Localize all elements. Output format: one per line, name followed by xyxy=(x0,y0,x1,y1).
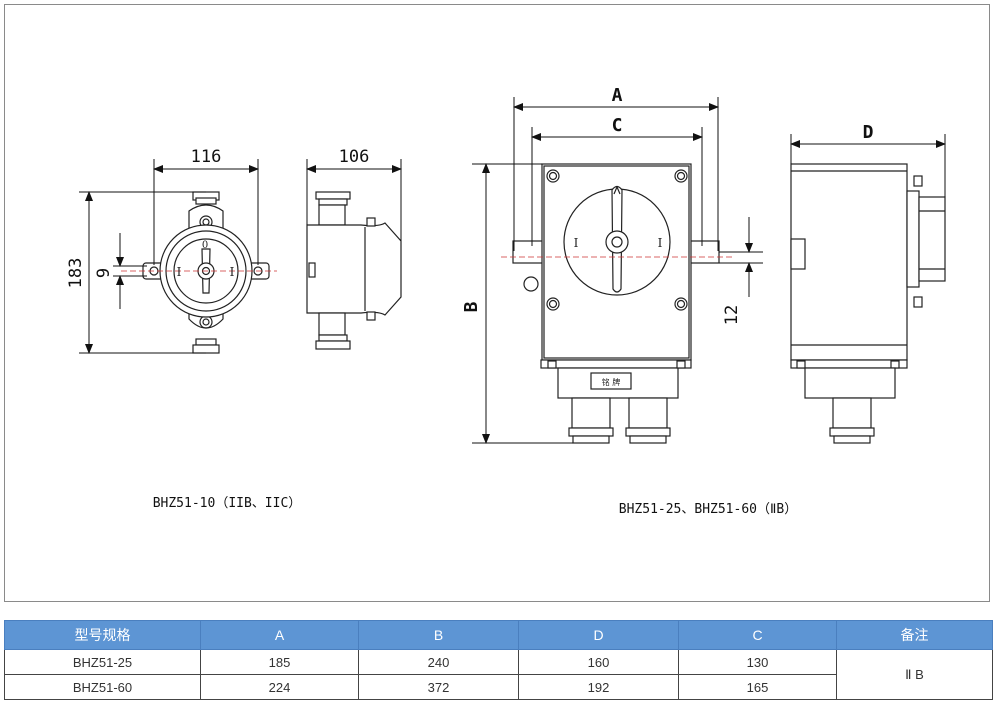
cell-model: BHZ51-25 xyxy=(4,649,201,675)
cell-d: 192 xyxy=(518,674,679,700)
dim-c-label: C xyxy=(612,115,623,136)
side-d-dimension xyxy=(790,134,946,197)
header-c: C xyxy=(678,620,837,650)
table-row: BHZ51-25 185 240 160 130 Ⅱ B xyxy=(4,649,993,700)
cell-c: 165 xyxy=(678,674,837,700)
dim-depth-label: 106 xyxy=(339,147,370,167)
technical-drawing: 0 I I 116 183 9 106 BHZ51-10（IIB、IIC） xyxy=(66,85,946,517)
drawing-frame: 0 I I 116 183 9 106 BHZ51-10（IIB、IIC） xyxy=(4,4,990,602)
header-a: A xyxy=(200,620,359,650)
cell-remark: Ⅱ B xyxy=(836,649,993,700)
cell-a: 185 xyxy=(200,649,359,675)
position-mark-zero: 0 xyxy=(202,240,208,251)
position-mark-left: I xyxy=(177,265,182,279)
dim-d-label: D xyxy=(863,122,874,143)
header-d: D xyxy=(518,620,679,650)
large-switch-dimensions xyxy=(472,97,763,444)
right-caption: BHZ51-25、BHZ51-60（ⅡB） xyxy=(619,502,797,517)
cell-model: BHZ51-60 xyxy=(4,674,201,700)
side-depth-dimension xyxy=(306,159,402,241)
cell-d: 160 xyxy=(518,649,679,675)
dim-height-label: 183 xyxy=(66,258,86,289)
cell-b: 240 xyxy=(358,649,519,675)
small-switch-front-view xyxy=(142,191,270,354)
large-switch-side-view xyxy=(790,163,946,444)
small-switch-side-view xyxy=(306,191,402,350)
table-header-row: 型号规格 A B D C 备注 xyxy=(4,620,993,650)
dim-a-label: A xyxy=(612,85,623,106)
nameplate-label: 铭 牌 xyxy=(602,377,621,387)
header-b: B xyxy=(358,620,519,650)
dim-offset-12-label: 12 xyxy=(722,305,742,325)
table-row: BHZ51-60 224 372 192 165 xyxy=(4,674,993,700)
dim-b-label: B xyxy=(461,301,482,312)
dimension-table: 型号规格 A B D C 备注 BHZ51-25 185 240 160 130… xyxy=(4,620,993,700)
large-switch-front-view xyxy=(512,163,720,444)
small-switch-dimensions xyxy=(79,159,259,354)
position-mark-right: I xyxy=(230,265,235,279)
cell-a: 224 xyxy=(200,674,359,700)
large-position-mark-left: I xyxy=(574,236,579,250)
dim-offset-label: 9 xyxy=(94,268,114,278)
header-remark: 备注 xyxy=(836,620,993,650)
cell-b: 372 xyxy=(358,674,519,700)
cell-c: 130 xyxy=(678,649,837,675)
large-position-mark-right: I xyxy=(658,236,663,250)
header-model: 型号规格 xyxy=(4,620,201,650)
dim-width-label: 116 xyxy=(191,147,222,167)
left-caption: BHZ51-10（IIB、IIC） xyxy=(153,496,302,511)
